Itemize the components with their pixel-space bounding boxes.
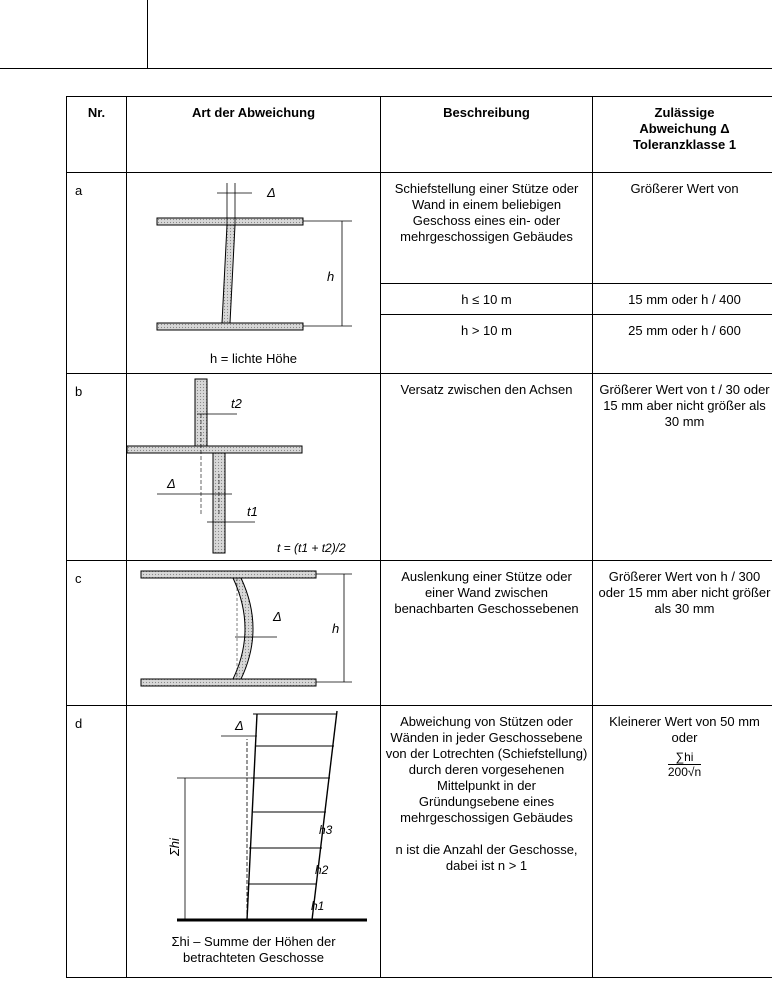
row-nr: c xyxy=(66,560,127,706)
table-row-a: a Δ h h = lichte Höhe xyxy=(66,172,772,374)
delta-label: Δ xyxy=(166,476,176,491)
h1-label: h1 xyxy=(311,899,324,913)
beschreibung-cell-a: Schiefstellung einer Stütze oder Wand in… xyxy=(380,172,593,374)
col-header-art: Art der Abweichung xyxy=(126,96,381,173)
beschreibung-text: Abweichung von Stützen oder Wänden in je… xyxy=(385,714,588,825)
condition-gt-10m: h > 10 m xyxy=(381,314,592,345)
delta-label: Δ xyxy=(234,718,244,733)
zulaessig-text: Größerer Wert von xyxy=(630,181,739,196)
figure-cell-c: Δ h xyxy=(126,560,381,706)
col-header-zulaessig-line3: Toleranzklasse 1 xyxy=(632,137,737,152)
col-header-zulaessig-line2: Abweichung Δ xyxy=(639,121,730,136)
zulaessig-text: Kleinerer Wert von 50 mm oder xyxy=(609,714,760,745)
col-header-zulaessig-line1: Zulässige xyxy=(654,105,715,120)
table-header-row: Nr. Art der Abweichung Beschreibung Zulä… xyxy=(66,96,772,173)
beschreibung-cell-d: Abweichung von Stützen oder Wänden in je… xyxy=(380,705,593,978)
formula-numerator: ∑hi xyxy=(667,750,702,765)
zulaessig-cell-d: Kleinerer Wert von 50 mm oder ∑hi 200√n xyxy=(592,705,772,978)
col-header-beschreibung: Beschreibung xyxy=(380,96,593,173)
h-label: h xyxy=(332,621,339,636)
row-nr: d xyxy=(66,705,127,978)
delta-label: Δ xyxy=(272,609,282,624)
t2-label: t2 xyxy=(231,396,243,411)
condition-le-10m: h ≤ 10 m xyxy=(381,283,592,314)
figure-axis-offset: t2 Δ t1 t = (t1 + t2)/2 xyxy=(127,378,346,555)
zulaessig-cell-c: Größerer Wert von h / 300 oder 15 mm abe… xyxy=(592,560,772,706)
t-formula: t = (t1 + t2)/2 xyxy=(277,541,346,555)
beschreibung-note: n ist die Anzahl der Geschosse, dabei is… xyxy=(395,842,578,873)
h2-label: h2 xyxy=(315,863,329,877)
figure-cell-b: t2 Δ t1 t = (t1 + t2)/2 xyxy=(126,373,381,561)
beschreibung-text: Schiefstellung einer Stütze oder Wand in… xyxy=(394,181,579,244)
row-nr: a xyxy=(66,172,127,374)
formula-denominator: 200√n xyxy=(667,765,702,779)
figure-deflection: Δ h xyxy=(140,570,352,687)
tolerance-table: Nr. Art der Abweichung Beschreibung Zulä… xyxy=(66,96,772,978)
header-divider xyxy=(147,0,148,68)
beschreibung-cell-c: Auslenkung einer Stütze oder einer Wand … xyxy=(380,560,593,706)
value-le-10m: 15 mm oder h / 400 xyxy=(593,283,772,314)
row-nr: b xyxy=(66,373,127,561)
table-row-b: b t2 Δ t1 t = (t1 + t2)/2 Versatz zwisch… xyxy=(66,373,772,561)
header-rule xyxy=(0,68,772,69)
figure-tilted-column: Δ h xyxy=(156,183,352,331)
h3-label: h3 xyxy=(319,823,333,837)
page-header xyxy=(0,0,772,68)
formula: ∑hi 200√n xyxy=(667,750,702,779)
figure-multistorey: Δ Σhi h3 h2 h1 xyxy=(167,710,367,922)
figure-cell-d: Δ Σhi h3 h2 h1 Σhi – Summe der Höhen der… xyxy=(126,705,381,978)
figure-caption: h = lichte Höhe xyxy=(209,351,298,366)
sum-label: Σhi xyxy=(167,837,182,857)
table-row-c: c Δ h Auslenkung einer Stütze oder einer… xyxy=(66,560,772,706)
col-header-nr: Nr. xyxy=(66,96,127,173)
delta-label: Δ xyxy=(266,185,276,200)
t1-label: t1 xyxy=(247,504,258,519)
h-label: h xyxy=(327,269,334,284)
value-gt-10m: 25 mm oder h / 600 xyxy=(593,314,772,345)
table-row-d: d Δ Σhi h3 h2 h1 xyxy=(66,705,772,978)
beschreibung-cell-b: Versatz zwischen den Achsen xyxy=(380,373,593,561)
col-header-zulaessig: Zulässige Abweichung Δ Toleranzklasse 1 xyxy=(592,96,772,173)
zulaessig-cell-b: Größerer Wert von t / 30 oder 15 mm aber… xyxy=(592,373,772,561)
figure-caption: Σhi – Summe der Höhen der betrachteten G… xyxy=(171,934,336,965)
figure-cell-a: Δ h h = lichte Höhe xyxy=(126,172,381,374)
zulaessig-cell-a: Größerer Wert von 15 mm oder h / 400 25 … xyxy=(592,172,772,374)
